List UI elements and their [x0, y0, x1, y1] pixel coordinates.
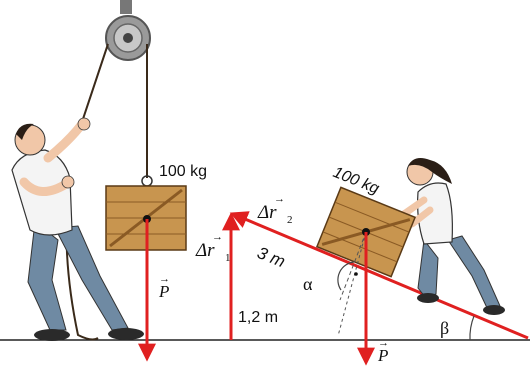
- right-weight-arrow-mark: →: [378, 337, 389, 349]
- left-weight-label: P: [158, 282, 169, 301]
- displacement-1-subscript: 1: [225, 252, 231, 264]
- right-angle-dot: [354, 272, 358, 276]
- displacement-2-arrow-mark: →: [274, 193, 285, 205]
- displacement-1-label: Δr: [195, 240, 215, 261]
- pulley-icon: [105, 0, 151, 61]
- man-pulling-rope: [11, 117, 144, 341]
- displacement-2-subscript: 2: [287, 214, 293, 226]
- beta-angle-arc: [469, 315, 475, 341]
- left-mass-label: 100 kg: [159, 163, 207, 180]
- displacement-1-arrow-mark: →: [212, 231, 223, 243]
- normal-dashed-line: [339, 231, 367, 301]
- inclined-displacement-vector: [229, 211, 529, 340]
- left-weight-arrow-mark: →: [159, 273, 170, 285]
- slope-length-label: 3 m: [255, 243, 288, 271]
- beta-label: β: [440, 318, 449, 338]
- right-weight-label: P: [377, 346, 388, 365]
- alpha-label: α: [303, 274, 313, 294]
- displacement-2-label: Δr: [257, 202, 277, 223]
- alpha-angle-arc: [337, 261, 355, 291]
- woman-pushing-crate: [400, 158, 505, 315]
- height-label: 1,2 m: [238, 309, 278, 326]
